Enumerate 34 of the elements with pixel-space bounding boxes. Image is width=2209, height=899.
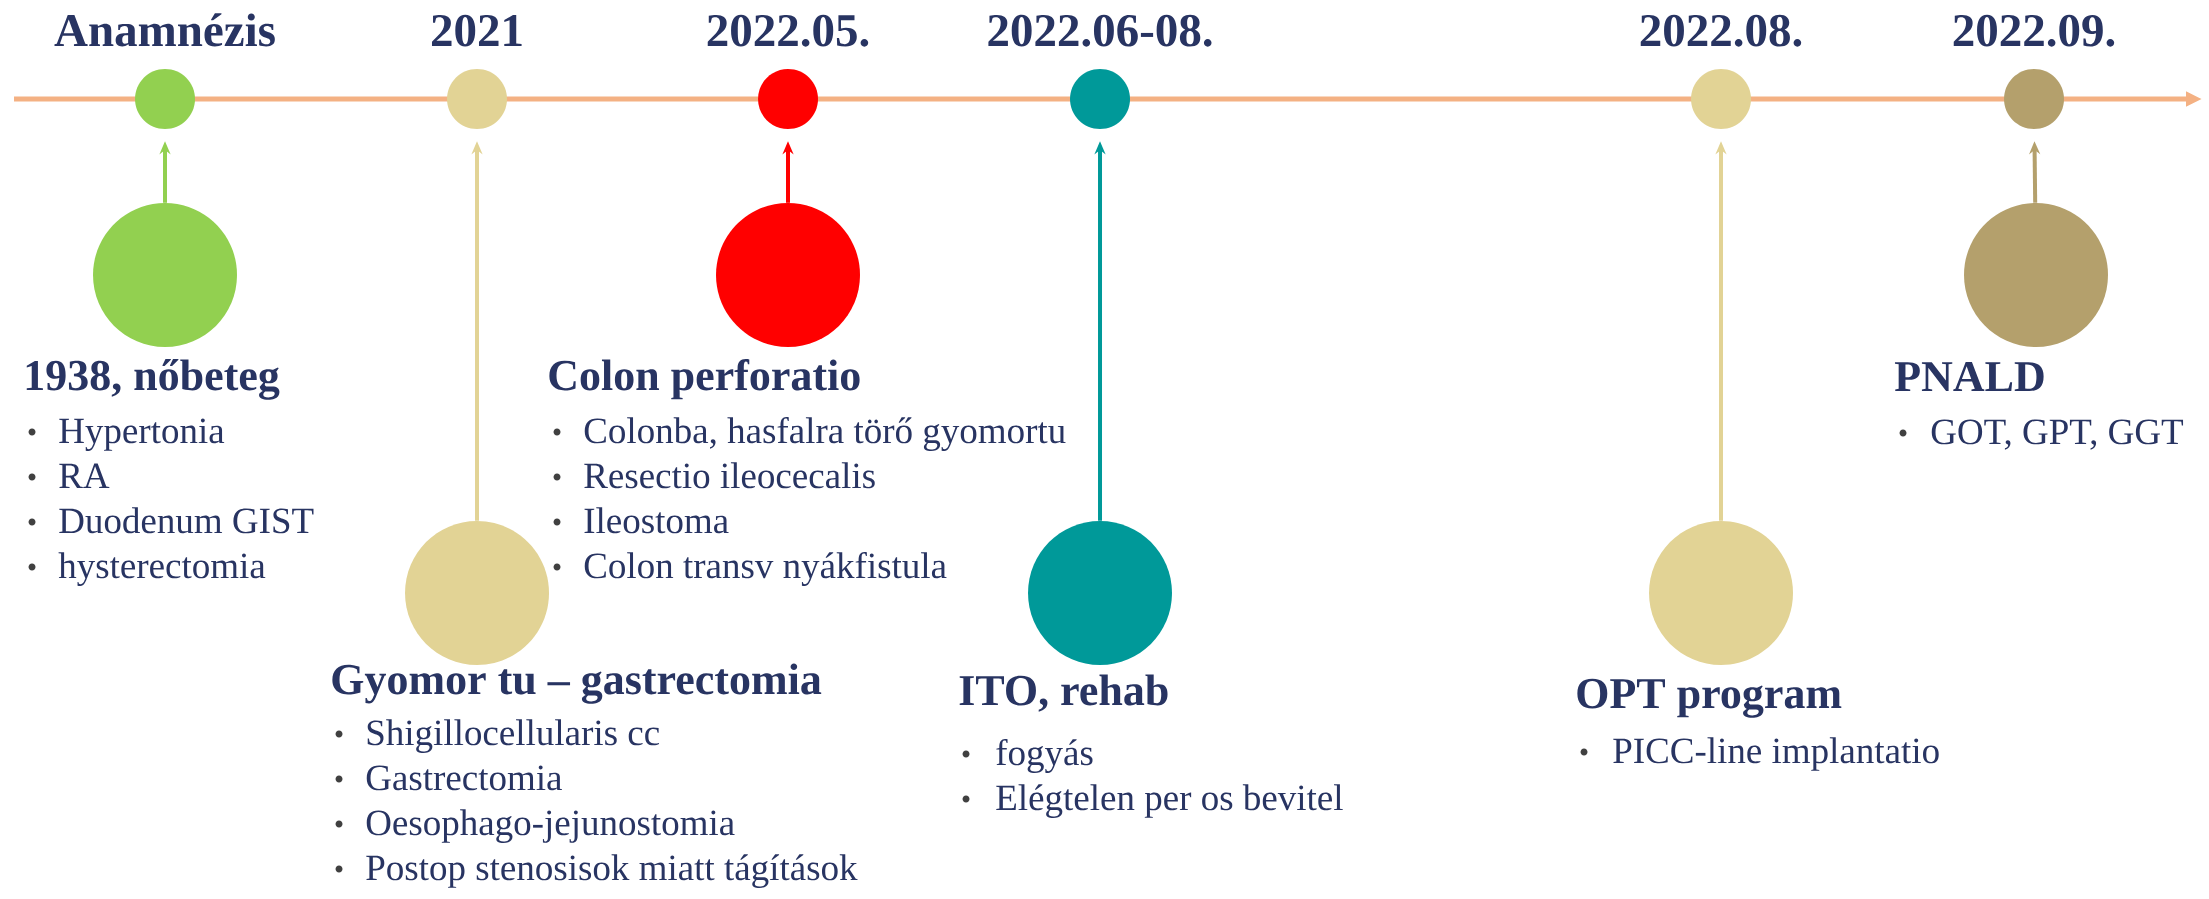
bullet-item: RA xyxy=(28,463,110,488)
event-circle xyxy=(93,203,237,347)
bullet-item: PICC-line implantatio xyxy=(1580,737,1939,771)
date-label: 2021 xyxy=(432,14,522,47)
bullet-item: Colonba, hasfalra törő gyomortu xyxy=(553,416,1066,451)
date-label: 2022.09. xyxy=(1953,14,2115,47)
event-circle xyxy=(716,203,860,347)
event-heading: OPT program xyxy=(1577,678,1842,718)
date-label: Anamnézis xyxy=(54,13,275,47)
bullet-item: GOT, GPT, GGT xyxy=(1899,419,2184,450)
event-heading: ITO, rehab xyxy=(959,674,1168,712)
date-label: 2022.08. xyxy=(1640,14,1802,47)
event-heading: PNALD xyxy=(1894,361,2044,392)
bullet-item: Hypertonia xyxy=(28,418,225,451)
bullet-item: Ileostoma xyxy=(553,507,729,534)
event-circle xyxy=(1964,203,2108,347)
bullet-item: Elégtelen per os bevitel xyxy=(962,784,1343,818)
bullet-item: hysterectomia xyxy=(28,552,266,586)
bullet-item: Duodenum GIST xyxy=(28,507,314,534)
bullet-item: Resectio ileocecalis xyxy=(553,462,875,489)
event-heading: Gyomor tu – gastrectomia xyxy=(332,663,822,704)
event-circle xyxy=(1649,521,1793,665)
bullet-item: Gastrectomia xyxy=(335,765,562,791)
bullet-item: fogyás xyxy=(962,738,1093,773)
bullet-item: Shigillocellularis cc xyxy=(335,719,659,753)
bullet-item: Oesophago-jejunostomia xyxy=(335,809,735,843)
event-heading: Colon perforatio xyxy=(549,359,860,400)
date-label: 2022.06-08. xyxy=(988,14,1212,47)
bullet-item: Postop stenosisok miatt tágítások xyxy=(335,854,858,888)
event-heading: 1938, nőbeteg xyxy=(26,359,280,400)
date-label: 2022.05. xyxy=(707,14,869,47)
event-circle xyxy=(1028,521,1172,665)
bullet-item: Colon transv nyákfistula xyxy=(553,551,947,586)
event-circle xyxy=(405,521,549,665)
